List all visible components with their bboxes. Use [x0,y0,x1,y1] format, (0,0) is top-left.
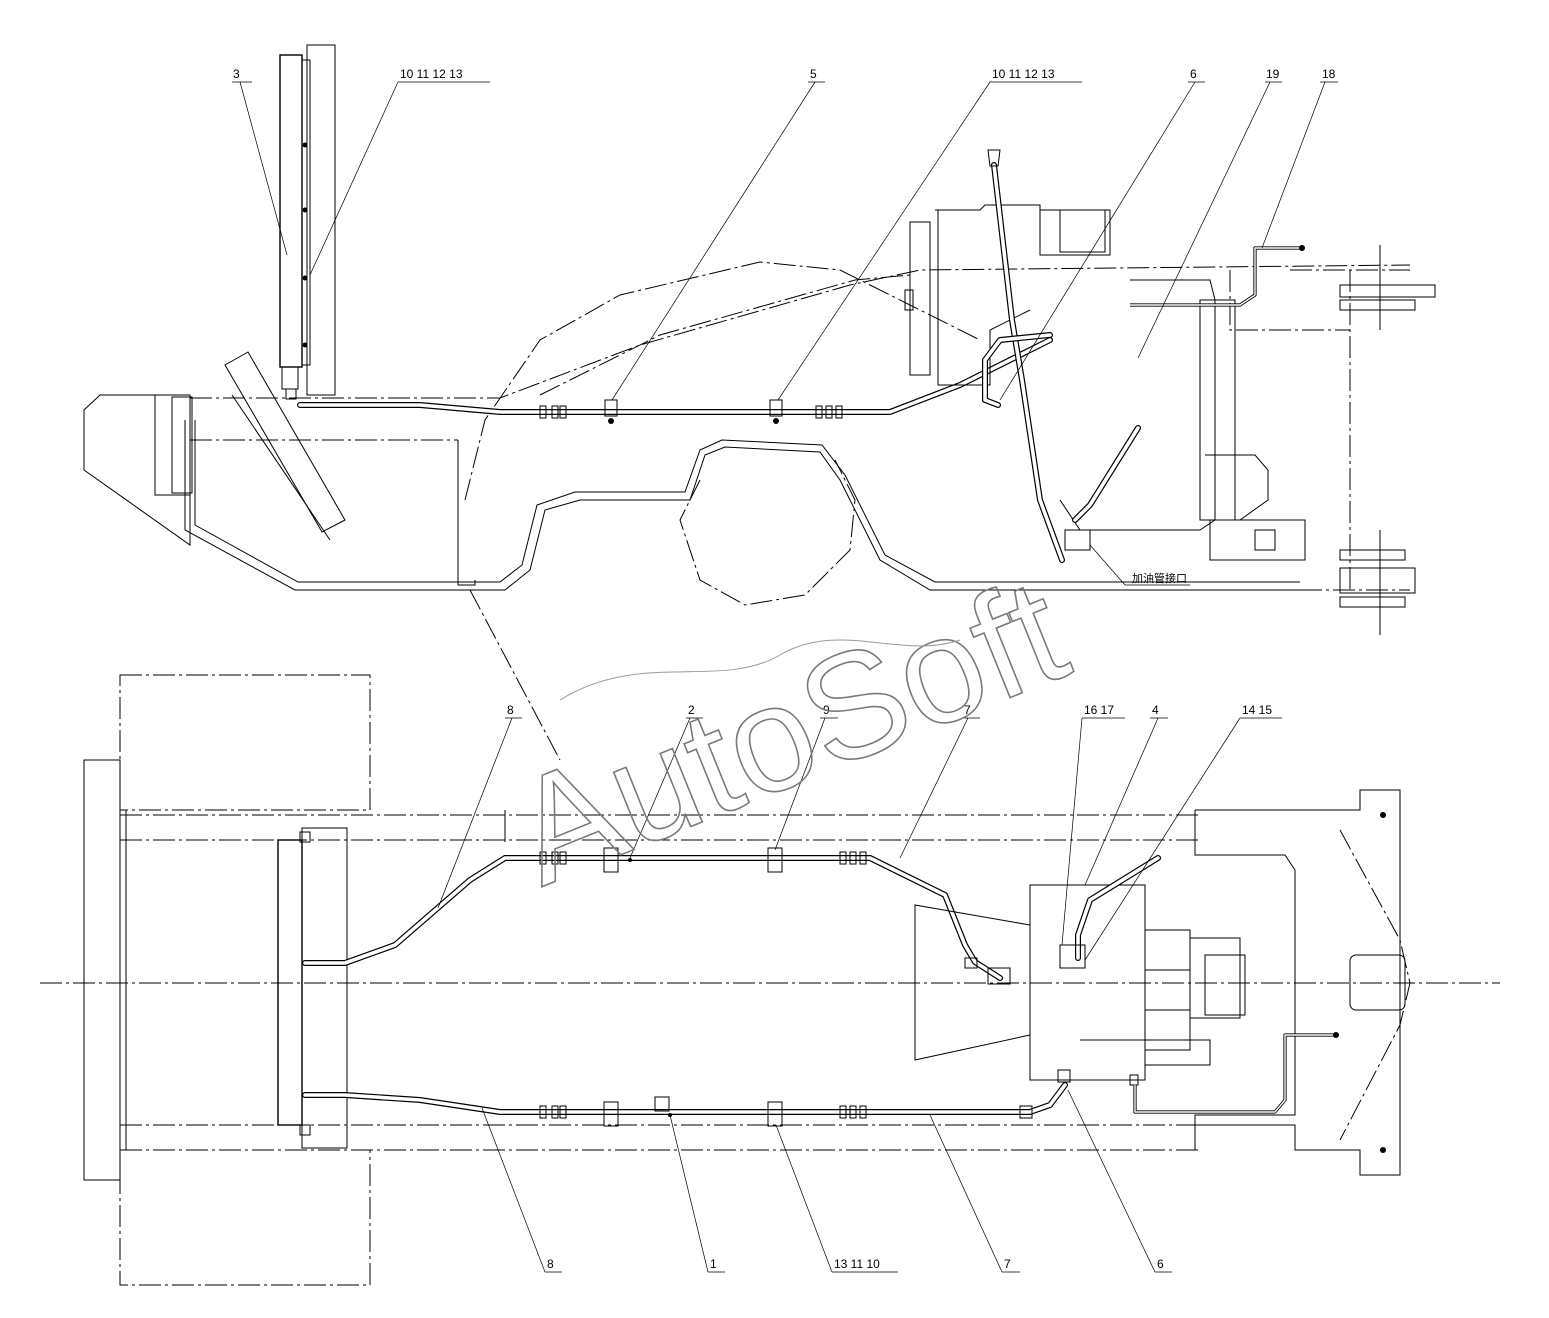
plan-rear-bolt-bot [1380,1147,1386,1153]
plan-pipe-lower-in [303,1083,1067,1114]
pipe-couplings-side [539,399,843,424]
plan-filler-pipe-in [1076,856,1160,960]
leader-lines [232,81,1338,1273]
callout-label: 9 [823,703,830,717]
callout-label: 13 11 10 [834,1257,880,1271]
plan-small-pipe-end [1333,1032,1339,1038]
front-bracket [171,396,193,494]
callout-label: 1 [710,1257,717,1271]
boom-outline-dashed [464,261,981,501]
return-pipe-side-in [983,333,1052,407]
plan-front-block-top [119,674,371,811]
breather-pipe-in [1073,426,1140,522]
small-pipe-18-side [1130,246,1300,307]
callout-label: 14 15 [1242,703,1272,717]
plan-couplings [539,847,1033,1127]
filler-cap [987,149,1001,167]
callout-label: 7 [1004,1257,1011,1271]
callout-label: 8 [547,1257,554,1271]
callout-label: 8 [507,703,514,717]
tilt-cylinder [224,351,346,533]
callout-label: 5 [810,67,817,81]
callout-label: 10 11 12 13 [992,67,1055,81]
plan-rear-bolt-top [1380,812,1386,818]
small-pipe-18-side-in [1130,247,1300,306]
plan-front-plate [119,809,127,1151]
transmission-housing [904,204,1306,561]
frame-rail-lower-inner [194,420,1300,583]
cylinder-axis [231,394,331,541]
plan-rear-frame [1194,789,1401,1176]
frame-rail-lower [184,420,1300,591]
plan-gearbox [914,884,1246,1086]
plan-front-block-bottom [119,1149,371,1286]
callout-label: 10 11 12 13 [400,67,463,81]
plan-pipe-upper-in [303,856,1002,980]
plan-small-pipe-in [1134,1034,1335,1113]
front-body-outline [83,394,191,546]
callout-label: 6 [1190,67,1197,81]
plan-view [40,674,1500,1286]
callout-label: 2 [688,703,695,717]
frame-crossmember [457,440,476,586]
plan-hitch [1349,954,1406,1011]
watermark-swoosh [559,639,961,701]
callout-label: 18 [1322,67,1336,81]
filler-connection-note: 加油管接口 [1132,571,1187,585]
callout-label: 3 [233,67,240,81]
front-bumper-block [154,394,191,496]
rear-axle-parts [1339,245,1436,635]
pipe-18-end [1299,245,1305,251]
callout-label: 4 [1152,703,1159,717]
callout-label: 6 [1157,1257,1164,1271]
frame-top-dashed [190,264,1411,399]
plan-rear-dashed [1339,829,1411,1141]
lower-dash-link [469,589,561,761]
callout-labels: 3 10 11 12 13 5 10 11 12 13 6 19 18 8 2 … [233,67,1336,1271]
plan-small-pipe [1133,1033,1335,1114]
drum-dashed-circle [679,459,856,606]
rear-frame-dashed [1229,269,1410,591]
plan-oil-cooler [277,827,348,1149]
callout-label: 19 [1266,67,1280,81]
callout-label: 16 17 [1084,703,1114,717]
tank-connection-fitting [1064,529,1091,551]
plan-filler-base [1059,944,1086,969]
callout-label: 7 [964,703,971,717]
filler-neck-pipe-in [992,163,1064,562]
frame-top-dashed-3 [539,274,911,396]
oil-cooler-vertical [279,44,336,400]
side-view [83,44,1436,761]
plan-front-bumper [83,759,121,1181]
